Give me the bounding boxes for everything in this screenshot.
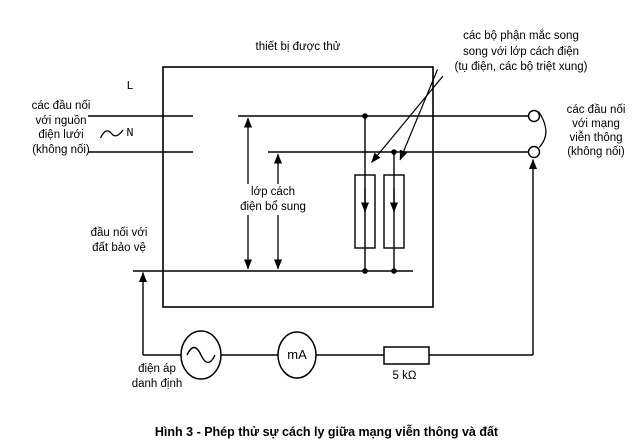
callout-arrow-to-component-1 [371,75,444,163]
callout-arrow-to-component-2 [399,69,439,161]
resistor-value-label: 5 kΩ [392,370,417,382]
component-1-body [354,174,376,249]
junction-dot [391,149,397,155]
terminal-pair-arc [538,111,547,148]
device-under-test-label: thiết bị được thử [255,41,341,53]
telecom-terminal-bottom [527,145,541,159]
line-l-label: L [126,79,134,93]
rated-voltage-label: điện áp danh định [131,363,183,390]
protective-earth-label: đầu nối với đất bảo vệ [90,227,148,254]
junction-dot [391,268,397,274]
resistor-body [383,346,430,365]
milliammeter-label: mA [287,347,307,362]
parallel-parts-label: các bộ phận mắc song song với lớp cách đ… [454,30,588,73]
junction-dot [362,113,368,119]
mains-terminals-label: các đầu nối với nguồn điện lưới (không n… [31,100,91,156]
supplementary-insulation-label: lớp cách điện bổ sung [234,184,312,215]
line-n-label: N [126,126,134,140]
equipment-box [162,66,434,308]
telecom-terminals-label: các đầu nối với mạng viễn thông (không n… [566,104,626,158]
component-2-body [383,174,405,249]
milliammeter [277,331,317,379]
telecom-terminal-top [527,109,541,123]
sine-wave-icon [186,346,216,364]
callout-squiggle-icon [99,129,124,139]
junction-dot [362,268,368,274]
figure-caption: Hình 3 - Phép thử sự cách ly giữa mạng v… [154,425,499,439]
